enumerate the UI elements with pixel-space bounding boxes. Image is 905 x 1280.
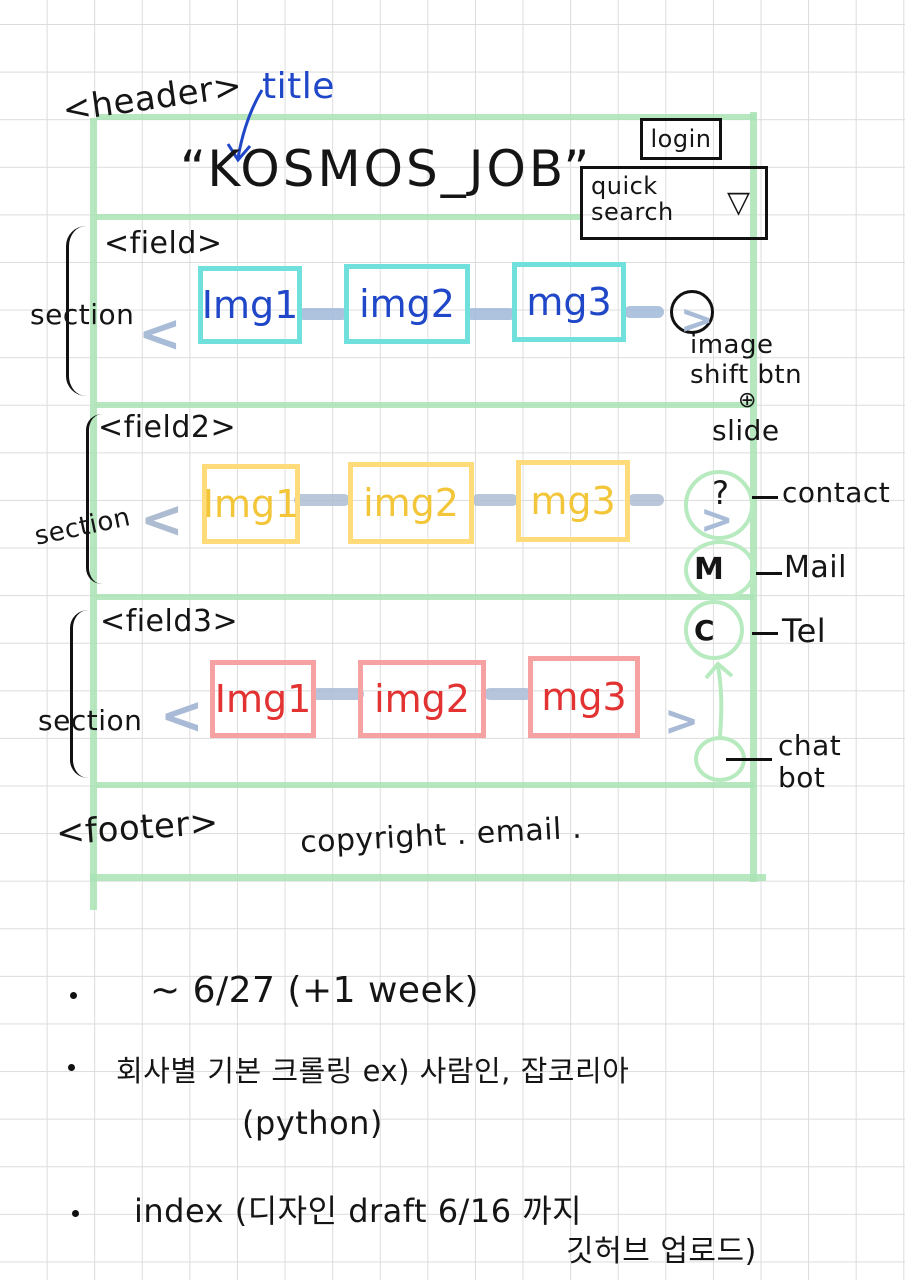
note-2-sub: (python) [242,1104,383,1142]
row2-image-3: mg3 [516,460,630,542]
note-1: ~ 6/27 (+1 week) [150,970,480,1011]
contact-button-ring[interactable] [684,470,754,540]
row1-image-2: img2 [344,264,470,344]
quick-search-label: quick search [591,172,674,226]
quick-search-dropdown-icon: ▽ [727,185,751,220]
row1-connector-3 [624,306,664,318]
frame-top [96,114,756,120]
tel-label: Tel [782,612,827,650]
contact-icon: ? [712,474,730,512]
image-shift-note: image shift btn [690,330,803,390]
contact-label: contact [782,476,891,509]
chatbot-label: chat bot [778,729,842,794]
quick-search-box[interactable]: quick search ▽ [580,166,768,240]
mail-button-ring[interactable] [684,540,756,600]
row3-image-1: Img1 [210,660,316,738]
row3-image-2: img2 [358,660,486,738]
footer-label: <footer> [54,802,220,854]
row1-image-1: Img1 [198,266,302,344]
frame-divider-footer [96,782,754,788]
frame-divider-section1 [96,402,754,408]
section1-label: section [30,298,135,331]
note-bullet-1 [70,992,77,999]
note-bullet-3 [72,1210,79,1217]
field3-label: <field3> [100,604,239,639]
row2-connector-3 [628,494,664,506]
row3-connector-1 [312,688,364,700]
mail-icon: M [694,552,725,587]
title-annotation: title [262,66,335,107]
header-label: <header> [60,65,245,131]
note-bullet-2 [68,1064,75,1071]
note-3: index (디자인 draft 6/16 까지 [134,1192,583,1230]
tel-button-ring[interactable] [684,600,744,660]
section3-label: section [38,704,143,737]
tel-leader-line [752,632,778,635]
row3-image-3: mg3 [528,656,640,738]
section1-prev-arrow[interactable]: < [138,304,182,364]
frame-divider-section2 [96,594,754,600]
title-pointer-arrow [226,89,264,163]
login-label: login [650,125,712,153]
note-3-sub: 깃허브 업로드) [566,1234,757,1269]
section2-prev-arrow[interactable]: < [140,490,184,550]
image-shift-button[interactable] [670,290,714,334]
frame-divider-header [96,214,581,220]
section2-bracket [86,414,103,584]
footer-content: copyright . email . [299,810,583,861]
plus-note: ⊕ [738,388,757,413]
section3-next-arrow[interactable]: > [664,696,700,745]
note-2: 회사별 기본 크롤링 ex) 사람인, 잡코리아 [116,1054,630,1088]
row3-connector-2 [484,688,532,700]
section3-bracket [70,610,89,778]
chatbot-leader-line [726,758,772,761]
frame-bottom [90,874,766,881]
mail-label: Mail [784,550,847,585]
row1-image-3: mg3 [512,262,626,342]
login-box[interactable]: login [640,118,722,160]
row1-connector-2 [466,308,516,320]
section3-prev-arrow[interactable]: < [160,686,204,746]
row2-connector-2 [472,494,518,506]
field1-label: <field> [104,226,223,261]
row2-connector-1 [294,494,350,506]
chatbot-up-arrow [704,661,734,737]
section1-bracket [66,226,87,396]
field2-label: <field2> [98,410,237,445]
contact-leader-line [752,496,778,499]
site-title: “KOSMOS_JOB” [180,140,593,198]
row2-image-1: Img1 [202,464,300,544]
slide-note: slide [712,414,780,447]
section1-next-arrow[interactable]: > [680,297,714,343]
mail-leader-line [756,572,782,575]
tel-icon: C [694,614,716,647]
frame-left [90,118,97,910]
section2-label: section [31,502,134,552]
row2-image-2: img2 [348,462,474,544]
row1-connector-1 [298,308,348,320]
